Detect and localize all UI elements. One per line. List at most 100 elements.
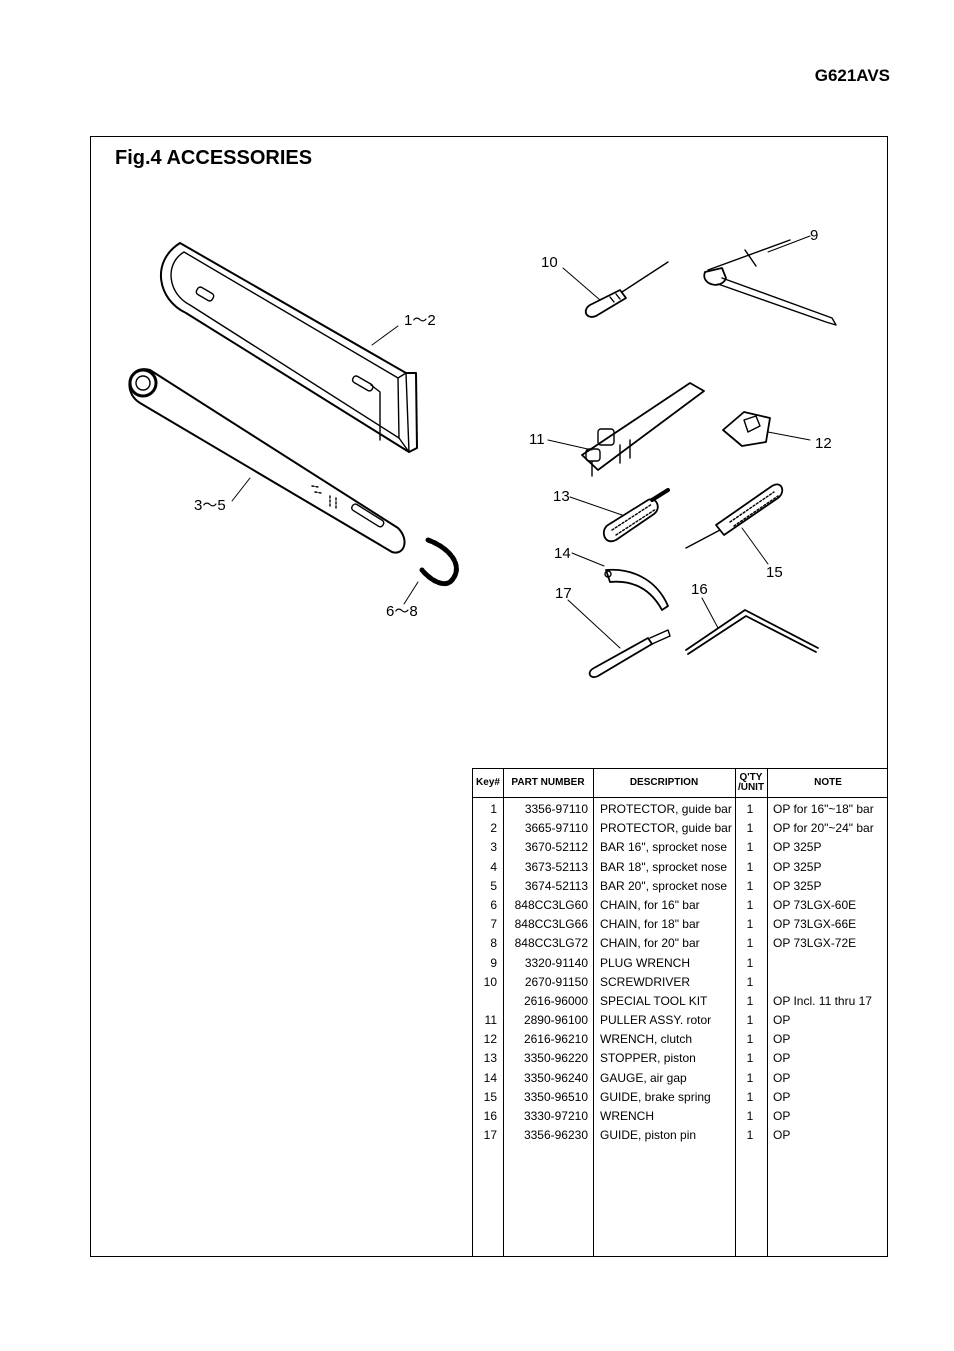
cell-description: CHAIN, for 20" bar [600,936,700,951]
cell-description: BAR 18", sprocket nose [600,859,727,874]
header-qty: Q'TY/UNIT [737,772,765,793]
cell-description: GUIDE, brake spring [600,1089,711,1104]
cell-description: PROTECTOR, guide bar [600,802,732,816]
cell-part-number: 848CC3LG72 [514,936,588,951]
cell-part-number: 848CC3LG60 [514,897,588,912]
cell-note: OP [773,1032,791,1047]
cell-qty: 1 [746,878,754,893]
cell-note: OP 325P [773,840,822,855]
table-header-rule [473,797,888,798]
table-col-divider [593,769,736,1257]
cell-part-number: 3350-96240 [523,1070,588,1085]
cell-qty: 1 [746,802,754,816]
cell-qty: 1 [746,840,754,855]
cell-qty: 1 [746,897,754,912]
cell-key: 4 [490,859,497,874]
cell-key: 8 [490,936,497,951]
cell-key: 13 [483,1051,497,1066]
hex-key-drawing [685,609,819,655]
screwdriver-drawing [584,261,669,318]
cell-key: 3 [490,840,497,855]
cell-note: OP for 16"~18" bar [773,802,874,816]
cell-qty: 1 [746,1013,754,1028]
callout-12: 12 [815,435,832,452]
cell-part-number: 2616-96000 [523,993,588,1008]
cell-key: 14 [483,1070,497,1085]
cell-part-number: 3673-52113 [524,859,588,874]
cell-description: GUIDE, piston pin [600,1128,697,1143]
cell-qty: 1 [746,859,754,874]
cell-key: 10 [483,974,497,989]
callout-14: 14 [554,545,571,562]
cell-key: 2 [490,821,497,836]
cell-note: OP [773,1051,791,1066]
leader-lines [231,235,811,649]
cell-note: OP [773,1128,791,1143]
parts-illustration [128,235,837,678]
clutch-wrench-drawing [722,411,771,447]
cell-description: WRENCH, clutch [600,1032,693,1047]
guide-bar-protector-drawing [159,242,418,453]
cell-part-number: 2616-96210 [523,1032,588,1047]
cell-note: OP Incl. 11 thru 17 [773,993,872,1008]
cell-key: 1 [490,802,497,816]
cell-description: GAUGE, air gap [600,1070,687,1085]
callout-10: 10 [541,254,558,271]
cell-part-number: 3330-97210 [523,1109,588,1123]
cell-description: STOPPER, piston [600,1051,696,1066]
cell-part-number: 3665-97110 [524,821,588,836]
cell-key: 6 [490,897,497,912]
table-col-divider [735,769,768,1257]
callout-15: 15 [766,564,783,581]
cell-key: 17 [483,1128,497,1143]
cell-description: BAR 20", sprocket nose [600,878,727,893]
cell-description: BAR 16", sprocket nose [600,840,727,855]
cell-description: SCREWDRIVER [600,974,691,989]
cell-description: PULLER ASSY. rotor [600,1013,712,1028]
callout-1-2: 1～2 [404,312,436,329]
cell-note: OP 73LGX-72E [773,936,857,951]
cell-part-number: 3674-52113 [524,878,588,893]
cell-qty: 1 [746,821,754,836]
air-gap-gauge-drawing [604,568,669,611]
header-part-number: PART NUMBER [511,777,585,788]
cell-qty: 1 [746,974,754,989]
cell-qty: 1 [746,1089,754,1104]
callout-16: 16 [691,581,708,598]
cell-qty: 1 [746,917,754,932]
cell-key: 16 [483,1109,497,1123]
callout-17: 17 [555,585,572,602]
cell-qty: 1 [746,1109,754,1123]
cell-part-number: 3670-52112 [524,840,588,855]
cell-qty: 1 [746,1051,754,1066]
cell-note: OP 325P [773,878,822,893]
cell-part-number: 3350-96220 [523,1051,588,1066]
piston-pin-guide-drawing [588,629,671,678]
cell-description: SPECIAL TOOL KIT [600,993,708,1008]
callout-9: 9 [810,227,819,244]
cell-qty: 1 [746,1128,754,1143]
cell-description: PLUG WRENCH [600,955,691,970]
cell-key: 12 [483,1032,497,1047]
cell-note: OP 73LGX-66E [773,917,857,932]
cell-note: OP for 20"~24" bar [773,821,874,836]
brake-spring-guide-drawing [685,483,784,549]
cell-note: OP 73LGX-60E [773,897,857,912]
model-number: G621AVS [814,66,890,85]
figure-title: Fig.4 ACCESSORIES [115,147,313,169]
cell-part-number: 3320-91140 [524,955,588,970]
piston-stopper-drawing [602,488,670,543]
cell-description: WRENCH [600,1109,654,1123]
cell-qty: 1 [746,1070,754,1085]
